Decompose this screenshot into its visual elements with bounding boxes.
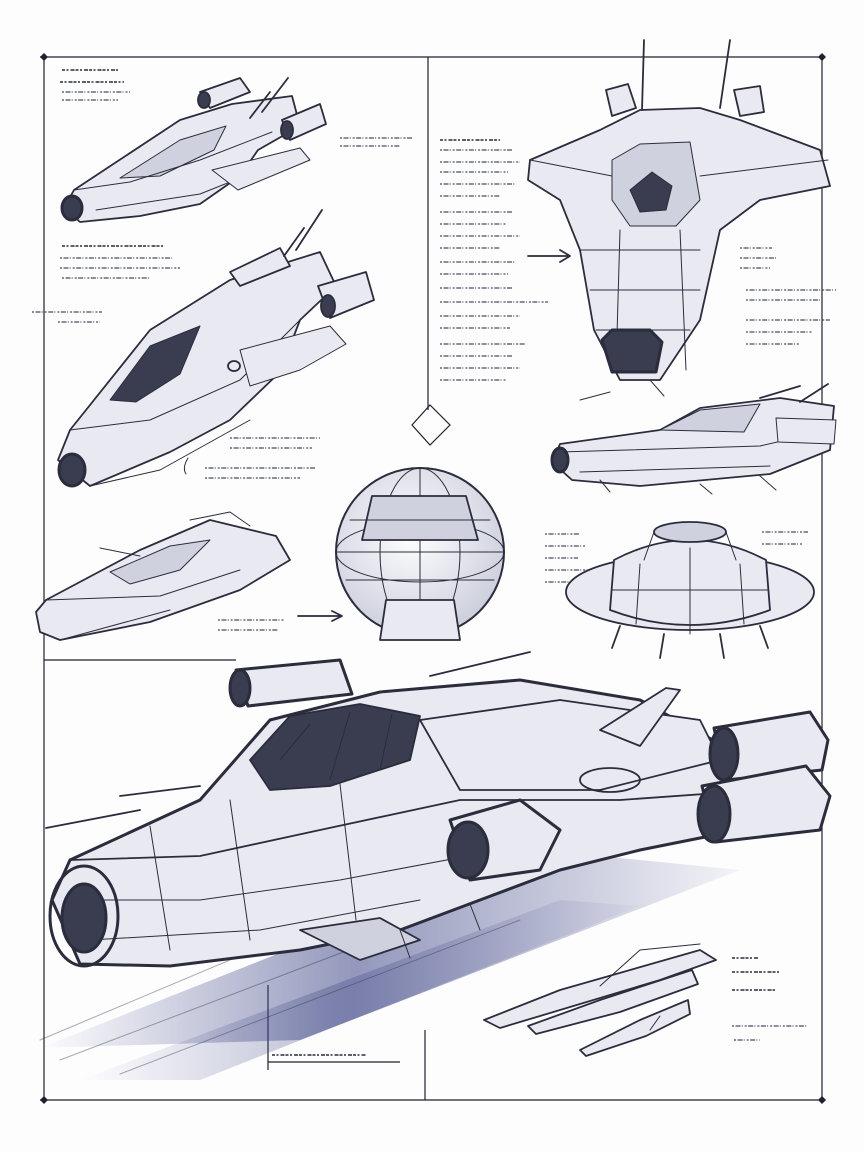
main-ship-sketch bbox=[45, 651, 832, 968]
saucer-sketch bbox=[565, 521, 815, 659]
ship-sketch-side-right bbox=[550, 383, 837, 495]
sphere-pod-sketch bbox=[335, 467, 505, 641]
sheet-frame bbox=[40, 53, 826, 1104]
ship-sketch-mid-left bbox=[57, 209, 375, 488]
ship-sketch-top-left bbox=[60, 77, 327, 223]
scribble-annotations bbox=[32, 69, 836, 1056]
ship-sketch-small-left bbox=[35, 511, 291, 641]
ship-sketch-front-view bbox=[527, 39, 831, 381]
missiles-sketch bbox=[483, 943, 717, 1057]
